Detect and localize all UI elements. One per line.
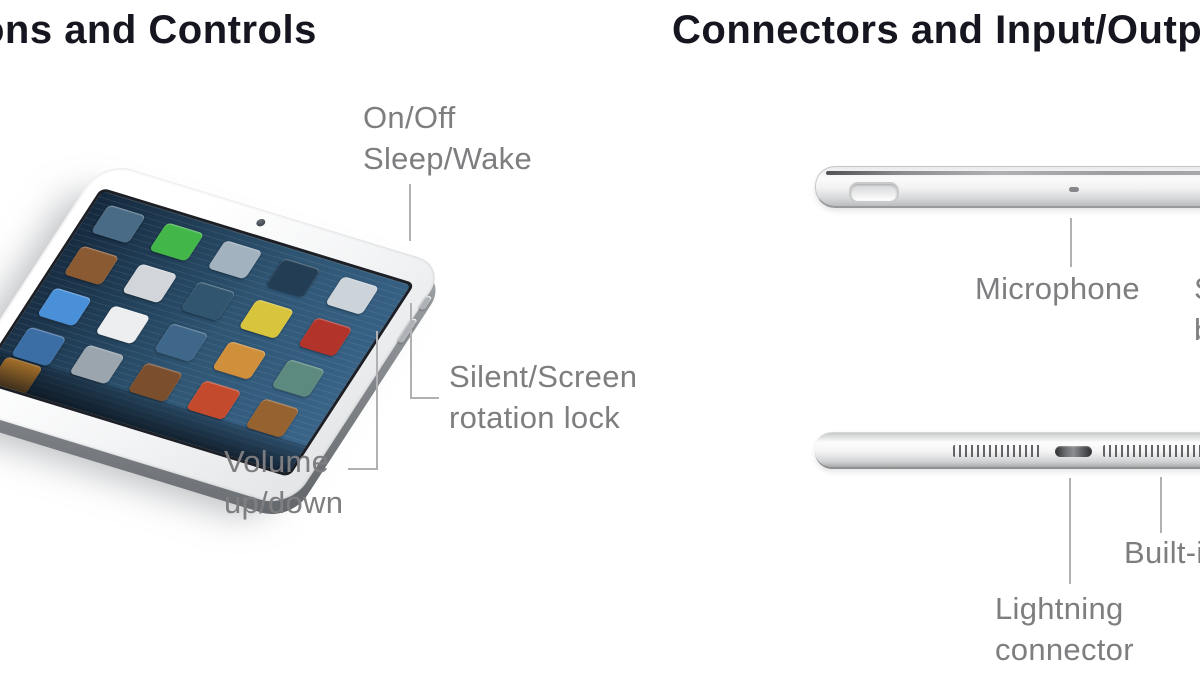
app-icon: [90, 204, 146, 244]
speaker-grille-right: [1103, 445, 1200, 457]
app-icon: [180, 281, 236, 321]
app-icon: [63, 245, 119, 286]
label-line: On/Off: [363, 100, 456, 135]
label-line: Built-in: [1124, 535, 1200, 570]
silent-line-horizontal: [410, 397, 439, 399]
label-line: connector: [995, 632, 1134, 667]
app-icon: [207, 239, 263, 280]
label-on-off-sleep-wake: On/Off Sleep/Wake: [363, 97, 532, 179]
label-line: Sleep/Wake: [363, 141, 532, 176]
buttons-and-controls-title: Buttons and Controls: [0, 8, 317, 52]
label-built-in-clipped: Built-in: [1124, 532, 1200, 573]
front-camera-icon: [254, 218, 268, 228]
app-icon: [127, 362, 184, 403]
app-icon: [265, 257, 322, 298]
app-icon: [297, 317, 353, 357]
app-icon: [10, 326, 67, 367]
volume-buttons: [396, 318, 418, 344]
app-icon: [36, 287, 92, 327]
label-line: rotation lock: [449, 400, 621, 435]
volume-line-horizontal: [348, 468, 378, 470]
screen-glass-line: [826, 171, 1200, 175]
silent-switch: [418, 295, 433, 311]
label-line: button: [1194, 309, 1200, 350]
microphone-hole: [1069, 187, 1079, 192]
label-volume-up-down: Volume up/down: [224, 441, 343, 523]
ipad-bottom-edge-view: [815, 432, 1200, 469]
label-sleep-wake-button-clipped: Sleep/Wake button: [1194, 268, 1200, 350]
label-line: Microphone: [975, 271, 1140, 306]
label-line: Sleep/Wake: [1194, 268, 1200, 309]
app-icon: [324, 275, 380, 316]
app-icon: [121, 263, 178, 304]
app-icon: [148, 222, 205, 262]
label-line: Lightning: [995, 591, 1124, 626]
label-silent-rotation-lock: Silent/Screen rotation lock: [449, 356, 637, 438]
volume-line-vertical: [376, 331, 378, 470]
built-in-line: [1160, 477, 1162, 533]
lightning-line: [1069, 478, 1071, 584]
silent-line-vertical: [410, 303, 412, 399]
microphone-line: [1070, 218, 1072, 267]
label-microphone: Microphone: [975, 268, 1140, 309]
app-icon: [153, 322, 209, 363]
app-icon: [270, 358, 326, 399]
app-icon: [186, 380, 242, 420]
label-lightning-connector: Lightning connector: [995, 588, 1134, 670]
label-line: Volume: [224, 444, 330, 479]
app-icon: [244, 398, 301, 438]
label-line: up/down: [224, 485, 344, 520]
headphone-jack: [849, 182, 899, 203]
app-icon: [212, 340, 268, 381]
label-line: Silent/Screen: [449, 359, 638, 394]
speaker-grille-left: [953, 445, 1043, 457]
ipad-screen: [0, 187, 416, 478]
lightning-port: [1055, 446, 1092, 457]
app-icon: [69, 344, 125, 385]
app-icon: [95, 304, 151, 345]
connectors-and-io-title: Connectors and Input/Output: [672, 8, 1200, 52]
app-icon: [238, 299, 295, 339]
left-title-clip: Buttons and Controls: [0, 8, 346, 60]
on-off-line: [409, 184, 411, 241]
ipad-top-edge-view: [815, 166, 1200, 208]
